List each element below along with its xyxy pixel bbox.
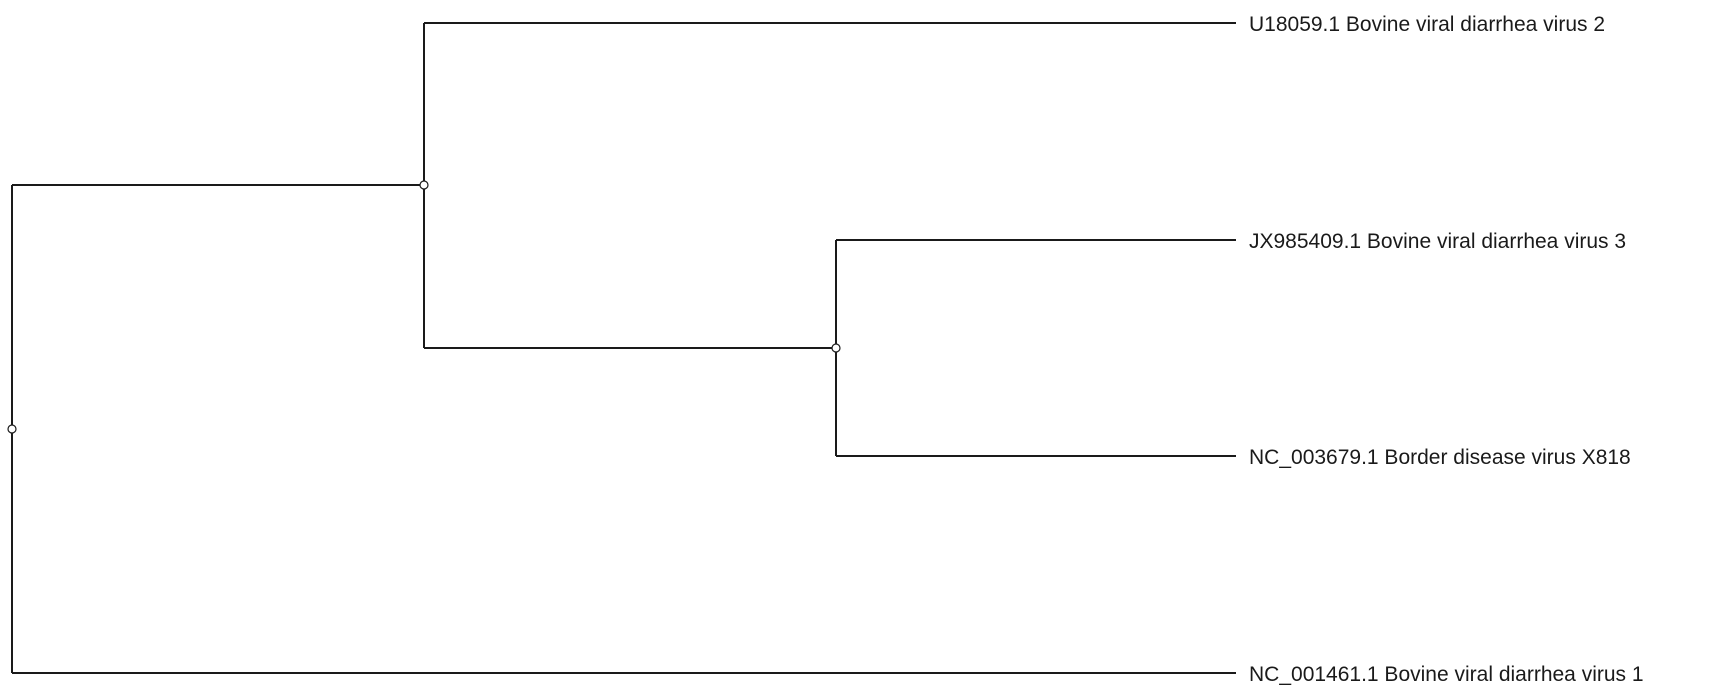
branch-n1: [423, 22, 1236, 349]
leaf-label-u18059: U18059.1 Bovine viral diarrhea virus 2: [1249, 13, 1605, 36]
leaf-label-nc001461: NC_001461.1 Bovine viral diarrhea virus …: [1249, 663, 1644, 686]
internal-node-n1: [419, 180, 429, 190]
leaf-label-nc003679: NC_003679.1 Border disease virus X818: [1249, 446, 1631, 469]
branch-n2: [835, 239, 1236, 457]
internal-node-n2: [831, 343, 841, 353]
leaf-label-jx985409: JX985409.1 Bovine viral diarrhea virus 3: [1249, 230, 1626, 253]
root-node: [7, 424, 17, 434]
branch-root: [11, 184, 1236, 674]
